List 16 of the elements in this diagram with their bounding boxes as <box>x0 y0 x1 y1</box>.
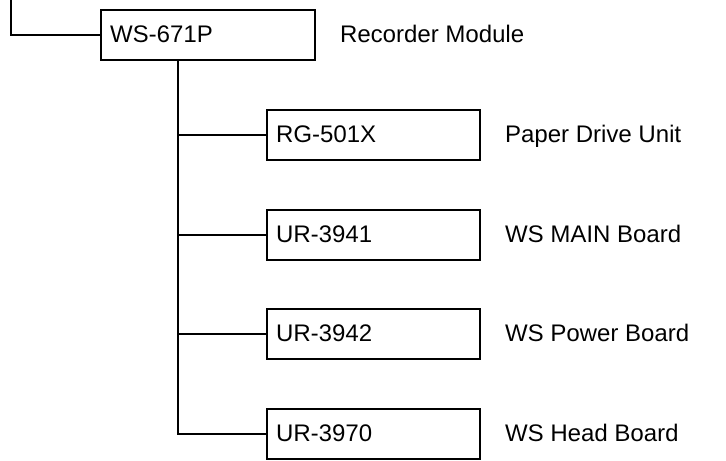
part-description: WS Head Board <box>505 422 678 446</box>
part-description: Paper Drive Unit <box>505 123 682 147</box>
part-box <box>266 408 481 460</box>
connector-line <box>10 0 100 36</box>
part-box <box>266 109 481 161</box>
part-box <box>266 209 481 261</box>
part-box <box>266 308 481 360</box>
part-number: RG-501X <box>276 121 376 149</box>
part-description: WS Power Board <box>505 322 690 346</box>
part-description: WS MAIN Board <box>505 223 682 247</box>
part-description: Recorder Module <box>340 23 524 47</box>
part-number: UR-3942 <box>276 320 372 348</box>
part-box <box>100 9 316 61</box>
part-number: UR-3941 <box>276 221 372 249</box>
part-number: UR-3970 <box>276 420 372 448</box>
part-number: WS-671P <box>110 21 213 49</box>
